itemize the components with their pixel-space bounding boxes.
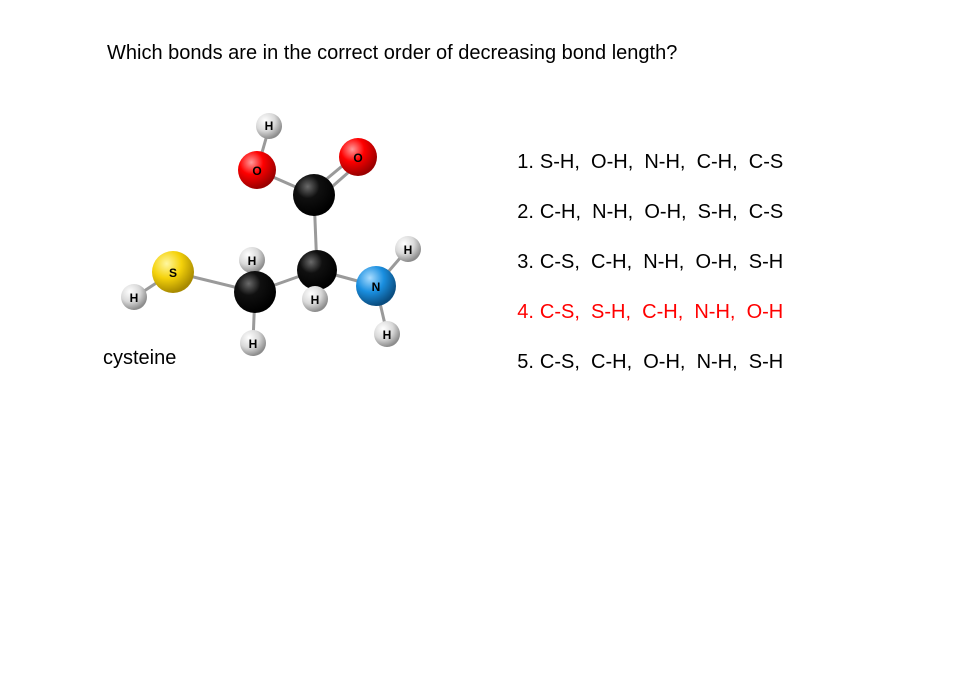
hydrogen-atom-amine-bottom: H <box>374 321 400 347</box>
answer-choice-3[interactable]: 3.C-S, C-H, N-H, O-H, S-H <box>495 226 783 273</box>
svg-text:H: H <box>404 243 413 257</box>
oxygen-atom-carbonyl: O <box>339 138 377 176</box>
hydrogen-atom-beta-bottom: H <box>240 330 266 356</box>
molecule-name-label: cysteine <box>103 347 177 369</box>
answer-choices: 1.S-H, O-H, N-H, C-H, C-S 2.C-H, N-H, O-… <box>495 126 783 376</box>
carbon-atom-beta <box>234 271 276 313</box>
svg-text:H: H <box>130 291 139 305</box>
answer-choice-1[interactable]: 1.S-H, O-H, N-H, C-H, C-S <box>495 126 783 173</box>
answer-number: 2. <box>517 201 534 223</box>
answer-choice-4[interactable]: 4.C-S, S-H, C-H, N-H, O-H <box>495 276 783 323</box>
atoms: H O O H S H H H <box>121 113 421 356</box>
svg-text:O: O <box>353 151 362 165</box>
svg-text:S: S <box>169 266 177 280</box>
oxygen-atom-hydroxyl: O <box>238 151 276 189</box>
hydrogen-atom-alpha: H <box>302 286 328 312</box>
answer-text: S-H, O-H, N-H, C-H, C-S <box>539 151 784 173</box>
svg-text:H: H <box>311 293 320 307</box>
answer-choice-5[interactable]: 5.C-S, C-H, O-H, N-H, S-H <box>495 326 783 373</box>
answer-choice-2[interactable]: 2.C-H, N-H, O-H, S-H, C-S <box>495 176 783 223</box>
svg-text:N: N <box>372 280 381 294</box>
svg-text:H: H <box>248 254 257 268</box>
carbon-atom-alpha <box>297 250 337 290</box>
answer-text: C-S, C-H, O-H, N-H, S-H <box>539 351 784 373</box>
svg-text:H: H <box>383 328 392 342</box>
answer-number: 4. <box>517 301 534 323</box>
question-text: Which bonds are in the correct order of … <box>107 42 678 64</box>
answer-number: 1. <box>517 151 534 173</box>
nitrogen-atom: N <box>356 266 396 306</box>
svg-text:O: O <box>252 164 261 178</box>
svg-text:H: H <box>249 337 258 351</box>
hydrogen-atom-hydroxyl: H <box>256 113 282 139</box>
cysteine-molecule-model: H O O H S H H H <box>121 113 421 356</box>
answer-number: 3. <box>517 251 534 273</box>
answer-number: 5. <box>517 351 534 373</box>
sulfur-atom: S <box>152 251 194 293</box>
answer-text: C-H, N-H, O-H, S-H, C-S <box>539 201 784 223</box>
hydrogen-atom-beta-top: H <box>239 247 265 273</box>
hydrogen-atom-thiol: H <box>121 284 147 310</box>
answer-text: C-S, C-H, N-H, O-H, S-H <box>539 251 784 273</box>
hydrogen-atom-amine-top: H <box>395 236 421 262</box>
answer-text: C-S, S-H, C-H, N-H, O-H <box>539 301 784 323</box>
carbon-atom-carboxyl <box>293 174 335 216</box>
svg-text:H: H <box>265 119 274 133</box>
